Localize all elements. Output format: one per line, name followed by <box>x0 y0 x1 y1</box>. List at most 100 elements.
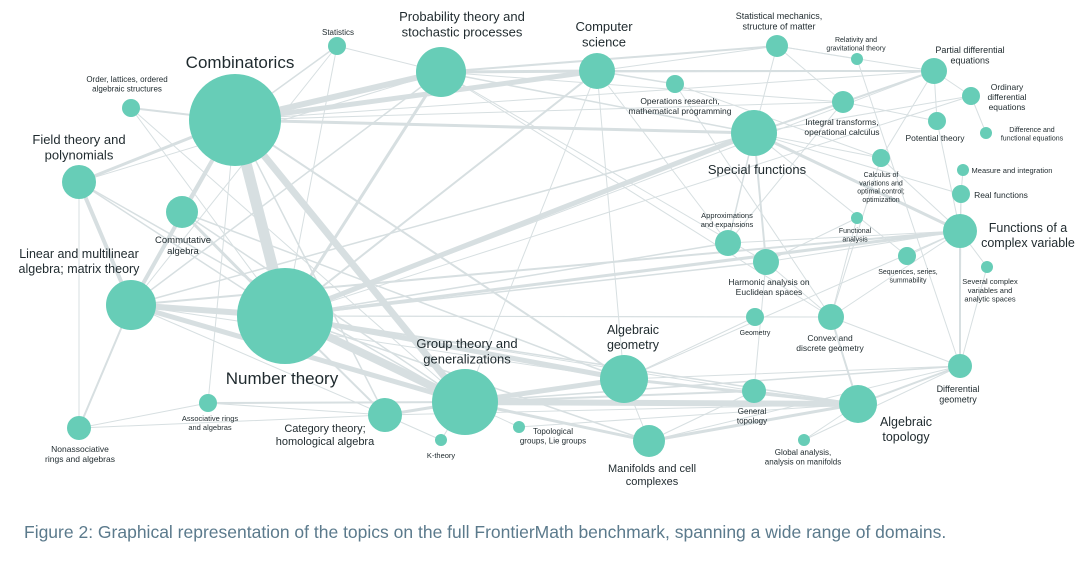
node-label-line: General <box>738 407 767 416</box>
node-label-line: Geometry <box>740 330 771 337</box>
graph-edge <box>384 378 625 416</box>
node-label-stat-mech: Statistical mechanics,structure of matte… <box>736 11 823 32</box>
node-geometry <box>746 308 764 326</box>
graph-edge <box>765 217 858 263</box>
graph-edge <box>130 304 625 380</box>
node-label-line: equations <box>950 56 990 66</box>
graph-edge <box>440 70 935 73</box>
graph-edge <box>727 230 961 244</box>
node-label-line: algebra; matrix theory <box>19 262 141 276</box>
graph-edge <box>234 70 935 121</box>
graph-edge <box>596 70 729 244</box>
node-functions-complex <box>943 214 977 248</box>
node-label-special-functions: Special functions <box>708 162 807 177</box>
graph-edge <box>830 217 858 318</box>
graph-edge <box>282 130 757 319</box>
graph-edge <box>880 157 961 232</box>
node-linear-algebra <box>106 280 156 330</box>
node-label-line: Statistical mechanics, <box>736 11 823 21</box>
graph-edge <box>674 83 882 159</box>
node-label-line: groups, Lie groups <box>520 436 586 445</box>
node-order-lattices <box>122 99 140 117</box>
node-manifolds <box>633 425 665 457</box>
graph-edge <box>856 58 961 367</box>
node-global-analysis <box>798 434 810 446</box>
graph-edge <box>776 45 844 103</box>
node-label-line: polynomials <box>45 147 114 162</box>
graph-edge <box>440 71 832 318</box>
node-label-line: Euclidean spaces <box>736 287 803 297</box>
node-label-line: variations and <box>859 180 903 187</box>
node-label-line: homological algebra <box>276 436 375 448</box>
graph-edge <box>830 316 961 367</box>
node-label-line: Linear and multilinear <box>19 247 139 261</box>
node-functional-analysis <box>851 212 863 224</box>
node-label-line: discrete geometry <box>796 343 864 353</box>
node-label-line: K-theory <box>427 451 456 460</box>
node-label-line: algebra <box>167 246 199 257</box>
node-label-statistics: Statistics <box>322 28 354 37</box>
graph-edge <box>181 211 625 380</box>
node-label-line: Order, lattices, ordered <box>86 75 167 84</box>
node-label-line: Algebraic <box>880 415 932 429</box>
node-label-line: Harmonic analysis on <box>728 277 810 287</box>
node-label-line: Nonassociative <box>51 444 109 454</box>
node-label-operations-research: Operations research,mathematical program… <box>629 96 732 116</box>
node-label-line: Potential theory <box>905 133 965 143</box>
graph-edge <box>648 390 755 442</box>
node-label-line: Several complex <box>962 277 1018 286</box>
node-label-sequences-series: Sequences, series,summability <box>878 269 938 284</box>
node-algebraic-geometry <box>600 355 648 403</box>
node-label-line: Convex and <box>807 333 853 343</box>
node-label-real-functions: Real functions <box>974 190 1028 200</box>
node-label-line: structure of matter <box>742 22 815 32</box>
node-label-line: Partial differential <box>935 45 1004 55</box>
node-label-line: Operations research, <box>640 96 719 106</box>
node-label-line: Algebraic <box>607 323 659 337</box>
node-label-line: Probability theory and <box>399 9 525 24</box>
node-integral-transforms <box>832 91 854 113</box>
graph-edge <box>765 261 832 318</box>
node-group-theory <box>432 369 498 435</box>
node-label-line: and algebras <box>188 423 232 432</box>
graph-edge <box>282 313 627 382</box>
graph-edge <box>880 70 935 159</box>
node-harmonic-analysis <box>753 249 779 275</box>
node-potential-theory <box>928 112 946 130</box>
graph-edge <box>78 414 386 429</box>
graph-edge <box>462 399 861 407</box>
node-label-line: Relativity and <box>835 37 877 44</box>
node-label-line: gravitational theory <box>826 45 886 52</box>
graph-edge <box>959 266 988 367</box>
node-label-line: rings and algebras <box>45 454 115 464</box>
node-commutative-algebra <box>166 196 198 228</box>
graph-nodes <box>62 35 993 457</box>
graph-edge <box>727 101 844 244</box>
graph-edge <box>207 119 236 404</box>
graph-edge <box>440 71 767 263</box>
node-label-line: Differential <box>937 384 980 394</box>
graph-edge <box>623 365 961 380</box>
graph-edge <box>284 242 729 317</box>
node-label-line: Number theory <box>226 369 339 388</box>
graph-edge <box>596 45 778 72</box>
graph-edge <box>753 132 962 195</box>
node-label-category-theory: Category theory;homological algebra <box>276 423 375 448</box>
node-probability <box>416 47 466 97</box>
graph-edge <box>207 402 386 416</box>
